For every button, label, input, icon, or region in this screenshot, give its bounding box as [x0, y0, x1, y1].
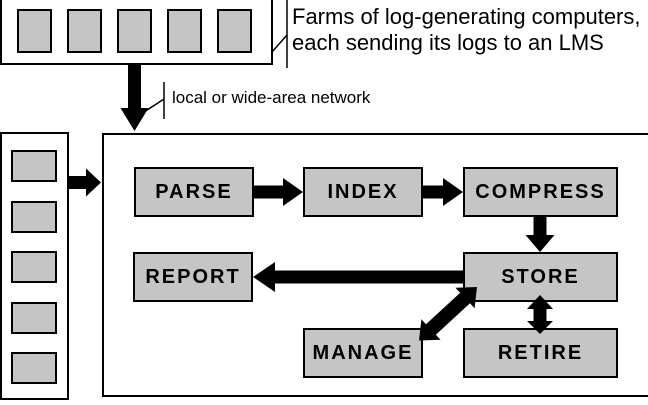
store-box: STORE [463, 252, 618, 302]
manage-box: MANAGE [303, 328, 423, 378]
parse-box: PARSE [134, 167, 254, 217]
farm-computer [17, 9, 52, 53]
retire-label: RETIRE [497, 341, 584, 364]
arrow-farm-to-lms [120, 64, 149, 131]
lms-server-unit [11, 201, 57, 233]
lms-box [0, 132, 69, 400]
index-box: INDEX [303, 167, 423, 217]
report-box: REPORT [133, 252, 253, 302]
farm-box [0, 0, 273, 65]
manage-label: MANAGE [312, 341, 414, 364]
lms-server-unit [11, 251, 57, 283]
arrow-lms-to-pipeline [68, 168, 101, 197]
compress-label: COMPRESS [475, 180, 606, 203]
farm-computer [167, 9, 202, 53]
report-label: REPORT [145, 265, 241, 288]
farm-computer [217, 9, 252, 53]
farm-computer [67, 9, 102, 53]
lms-server-unit [11, 352, 57, 384]
lms-server-unit [11, 150, 57, 182]
store-label: STORE [501, 265, 580, 288]
parse-label: PARSE [155, 180, 233, 203]
farm-computer [117, 9, 152, 53]
caption: Farms of log-generating computers, each … [292, 4, 641, 56]
caption-leader-diagonal [271, 34, 288, 53]
lms-server-unit [11, 302, 57, 334]
network-label: local or wide-area network [172, 88, 371, 107]
retire-box: RETIRE [463, 328, 618, 378]
caption-line2: each sending its logs to an LMS [292, 30, 604, 55]
index-label: INDEX [327, 180, 399, 203]
caption-line1: Farms of log-generating computers, [292, 4, 641, 29]
compress-box: COMPRESS [463, 167, 618, 217]
network-leader-diagonal [137, 98, 165, 117]
